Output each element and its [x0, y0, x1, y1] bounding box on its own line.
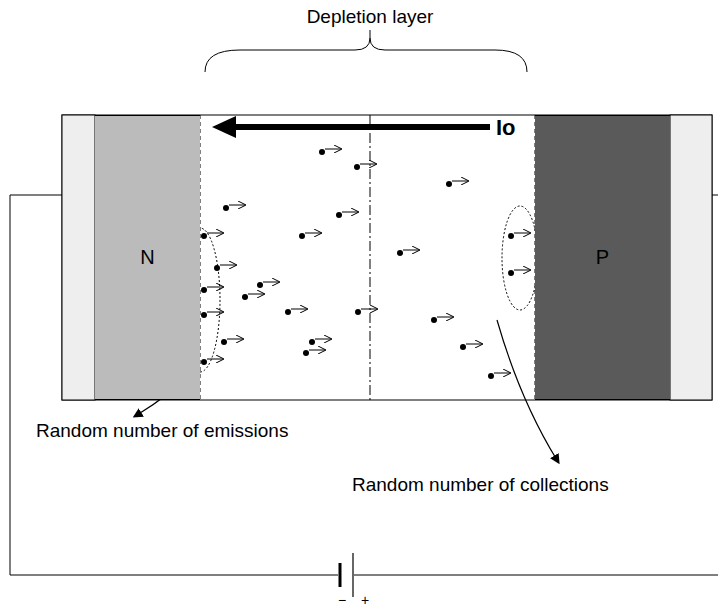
- bracket: [370, 30, 371, 38]
- region-caption: Depletion layer: [307, 6, 434, 28]
- terminal-sign: +: [361, 592, 369, 608]
- region-label: N: [140, 246, 154, 269]
- current-arrow: [232, 124, 490, 130]
- collection-ellipse: [502, 206, 538, 310]
- diode-body: [62, 115, 712, 400]
- region-label: P: [596, 246, 609, 269]
- callout-text: Random number of emissions: [36, 420, 288, 442]
- current-label: Io: [496, 115, 516, 141]
- callout-text: Random number of collections: [352, 474, 609, 496]
- junction-center: [370, 115, 371, 400]
- left-contact: [62, 115, 95, 400]
- n-region: N: [95, 115, 200, 400]
- bracket: [205, 38, 527, 72]
- terminal-sign: −: [338, 592, 346, 608]
- right-contact: [670, 115, 712, 400]
- p-region: P: [535, 115, 670, 400]
- battery-symbol: [340, 553, 353, 597]
- carrier-dots: [201, 149, 530, 379]
- current-arrow: [212, 116, 236, 138]
